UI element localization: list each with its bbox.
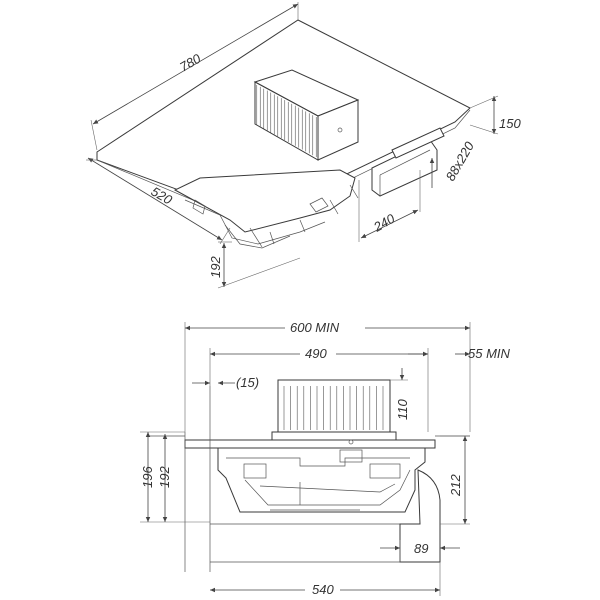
dim-212-label: 212 <box>448 474 463 497</box>
isometric-view: 780 520 192 150 88x220 240 <box>86 2 521 289</box>
dim-540-label: 540 <box>312 582 334 597</box>
dim-55-min-label: 55 MIN <box>468 346 511 361</box>
hood-housing <box>173 169 359 249</box>
dim-196-label: 196 <box>140 466 155 488</box>
vent-grill <box>271 379 397 441</box>
dim-600-min-label: 600 MIN <box>290 320 340 335</box>
dim-150-label: 150 <box>499 116 521 131</box>
dim-192-side-label: 192 <box>157 466 172 488</box>
dim-780-label: 780 <box>177 50 204 74</box>
unit-body <box>217 439 426 513</box>
dim-192-label: 192 <box>208 256 223 278</box>
worktop <box>184 439 436 449</box>
dim-490-label: 490 <box>305 346 327 361</box>
dim-110-label: 110 <box>395 399 410 420</box>
side-view: 600 MIN 490 55 MIN (15) 110 196 192 212 <box>140 320 511 597</box>
duct-outlet <box>371 127 445 197</box>
dim-15-label: (15) <box>236 375 259 390</box>
dim-88x220-label: 88x220 <box>443 138 478 183</box>
dim-89-label: 89 <box>414 541 428 556</box>
